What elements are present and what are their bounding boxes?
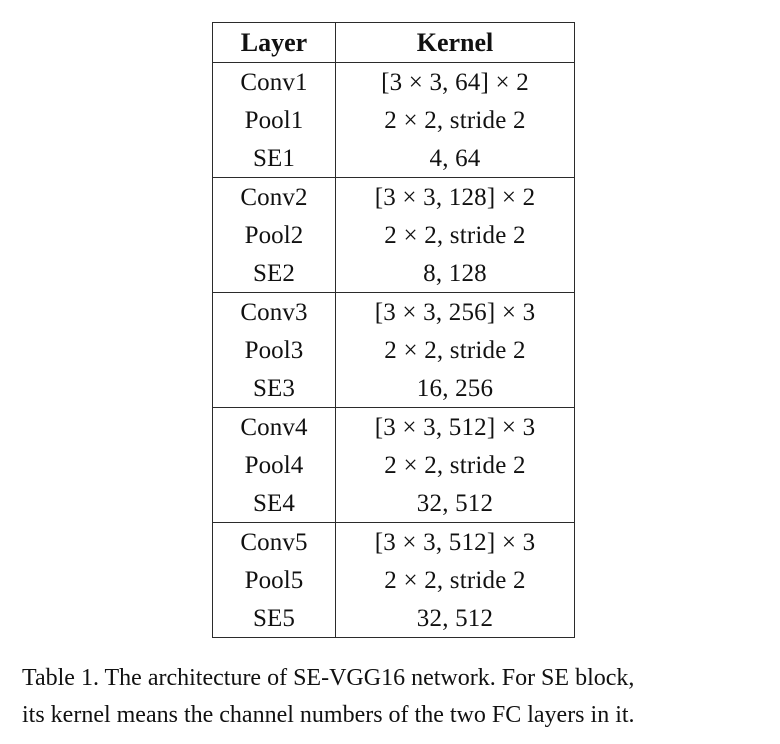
table-row: SE3 16, 256 bbox=[212, 369, 575, 408]
table-row: SE5 32, 512 bbox=[212, 599, 575, 638]
column-header-kernel: Kernel bbox=[335, 22, 575, 63]
cell-kernel: 2 × 2, stride 2 bbox=[335, 216, 575, 254]
caption-line-2: its kernel means the channel numbers of … bbox=[22, 702, 635, 728]
cell-layer: Conv2 bbox=[212, 177, 336, 216]
cell-layer: Conv5 bbox=[212, 522, 336, 561]
architecture-table: Layer Kernel Conv1 [3 × 3, 64] × 2 Pool1… bbox=[212, 22, 575, 638]
cell-layer: SE3 bbox=[212, 369, 336, 408]
column-header-layer: Layer bbox=[212, 22, 336, 63]
table-row: Pool3 2 × 2, stride 2 bbox=[212, 331, 575, 369]
table-group-block5: Conv5 [3 × 3, 512] × 3 Pool5 2 × 2, stri… bbox=[212, 522, 575, 638]
cell-kernel: 32, 512 bbox=[335, 484, 575, 523]
table-row: Pool5 2 × 2, stride 2 bbox=[212, 561, 575, 599]
table-header-row: Layer Kernel bbox=[212, 22, 575, 63]
cell-kernel: 2 × 2, stride 2 bbox=[335, 331, 575, 369]
cell-layer: SE1 bbox=[212, 139, 336, 178]
cell-layer: Conv4 bbox=[212, 407, 336, 446]
table-row: SE2 8, 128 bbox=[212, 254, 575, 293]
table-group-block4: Conv4 [3 × 3, 512] × 3 Pool4 2 × 2, stri… bbox=[212, 407, 575, 523]
cell-layer: Pool2 bbox=[212, 216, 336, 254]
cell-kernel: [3 × 3, 256] × 3 bbox=[335, 292, 575, 331]
table-row: SE1 4, 64 bbox=[212, 139, 575, 178]
cell-layer: Conv1 bbox=[212, 62, 336, 101]
table-row: Pool2 2 × 2, stride 2 bbox=[212, 216, 575, 254]
caption-line-1: Table 1. The architecture of SE-VGG16 ne… bbox=[22, 665, 635, 691]
cell-kernel: 4, 64 bbox=[335, 139, 575, 178]
cell-kernel: 2 × 2, stride 2 bbox=[335, 561, 575, 599]
table-group-block3: Conv3 [3 × 3, 256] × 3 Pool3 2 × 2, stri… bbox=[212, 292, 575, 408]
cell-layer: SE2 bbox=[212, 254, 336, 293]
table-row: Pool1 2 × 2, stride 2 bbox=[212, 101, 575, 139]
cell-kernel: 2 × 2, stride 2 bbox=[335, 446, 575, 484]
cell-kernel: 8, 128 bbox=[335, 254, 575, 293]
architecture-table-container: Layer Kernel Conv1 [3 × 3, 64] × 2 Pool1… bbox=[212, 22, 575, 638]
cell-kernel: 2 × 2, stride 2 bbox=[335, 101, 575, 139]
cell-kernel: [3 × 3, 64] × 2 bbox=[335, 62, 575, 101]
table-row: SE4 32, 512 bbox=[212, 484, 575, 523]
table-group-block1: Conv1 [3 × 3, 64] × 2 Pool1 2 × 2, strid… bbox=[212, 62, 575, 178]
cell-kernel: 32, 512 bbox=[335, 599, 575, 638]
cell-kernel: [3 × 3, 128] × 2 bbox=[335, 177, 575, 216]
cell-kernel: [3 × 3, 512] × 3 bbox=[335, 522, 575, 561]
cell-layer: SE5 bbox=[212, 599, 336, 638]
table-row: Conv4 [3 × 3, 512] × 3 bbox=[212, 407, 575, 446]
table-row: Conv1 [3 × 3, 64] × 2 bbox=[212, 62, 575, 101]
table-row: Conv2 [3 × 3, 128] × 2 bbox=[212, 177, 575, 216]
cell-layer: Pool5 bbox=[212, 561, 336, 599]
table-row: Conv3 [3 × 3, 256] × 3 bbox=[212, 292, 575, 331]
cell-layer: Conv3 bbox=[212, 292, 336, 331]
table-header: Layer Kernel bbox=[212, 22, 575, 63]
cell-layer: Pool4 bbox=[212, 446, 336, 484]
cell-kernel: 16, 256 bbox=[335, 369, 575, 408]
table-row: Conv5 [3 × 3, 512] × 3 bbox=[212, 522, 575, 561]
table-group-block2: Conv2 [3 × 3, 128] × 2 Pool2 2 × 2, stri… bbox=[212, 177, 575, 293]
cell-kernel: [3 × 3, 512] × 3 bbox=[335, 407, 575, 446]
cell-layer: Pool3 bbox=[212, 331, 336, 369]
cell-layer: SE4 bbox=[212, 484, 336, 523]
table-caption: Table 1. The architecture of SE-VGG16 ne… bbox=[22, 660, 762, 734]
cell-layer: Pool1 bbox=[212, 101, 336, 139]
table-row: Pool4 2 × 2, stride 2 bbox=[212, 446, 575, 484]
